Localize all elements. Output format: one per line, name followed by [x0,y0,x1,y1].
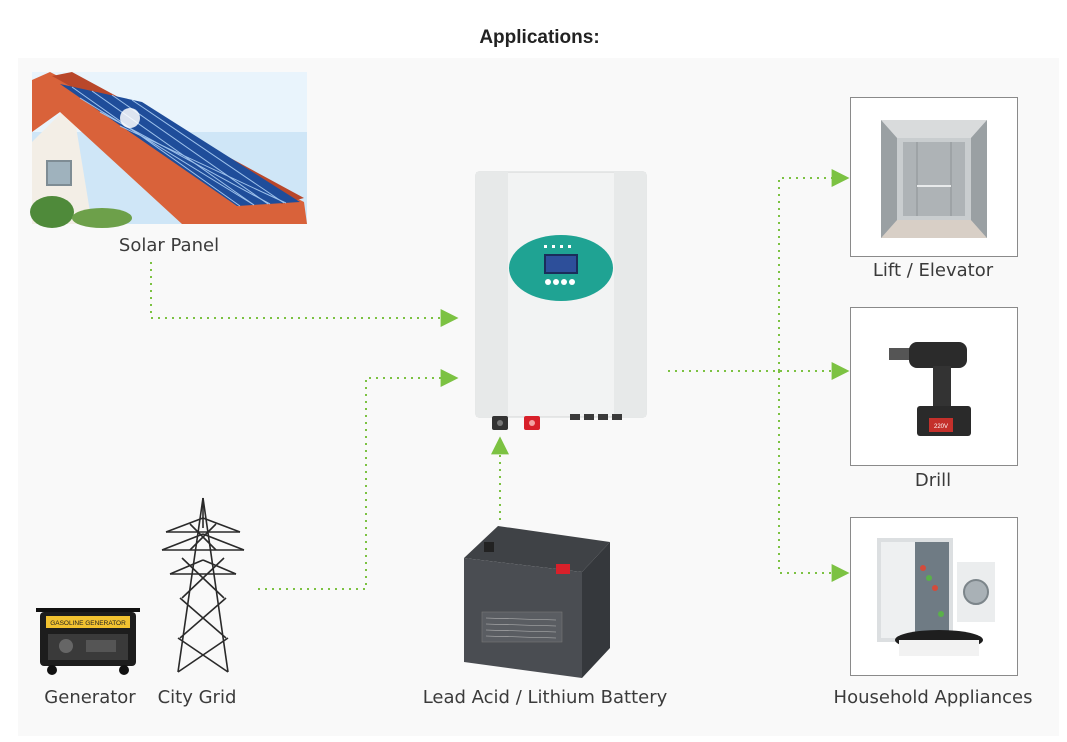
trunk-to-elevator-arrow [778,169,850,371]
grid-to-inverter-arrow [258,369,459,590]
drill-label: Drill [914,470,952,491]
inverter-image [475,171,647,430]
generator-label: Generator [44,687,136,708]
appliances-frame [850,517,1018,676]
generator-image: GASOLINE GENERATOR [36,608,140,675]
drill-voltage-badge: 220V [934,424,948,430]
city-grid-label: City Grid [157,687,237,708]
solar-to-inverter-arrow [150,262,459,327]
elevator-frame [850,97,1018,257]
power-tower-image [161,497,245,673]
solar-panel-label: Solar Panel [118,235,220,256]
solar-panel-house-image [30,72,307,228]
appliances-label: Household Appliances [833,687,1033,708]
battery-label: Lead Acid / Lithium Battery [422,687,668,708]
drill-image: 220V [889,342,971,436]
elevator-label: Lift / Elevator [872,260,994,281]
elevator-image [881,120,987,238]
appliances-image [877,538,995,656]
drill-frame: 220V [850,307,1018,466]
generator-brand-text: GASOLINE GENERATOR [50,620,126,627]
battery-image [464,526,610,678]
page-title: Applications: [479,27,600,48]
trunk-to-appliances-arrow [778,371,850,582]
